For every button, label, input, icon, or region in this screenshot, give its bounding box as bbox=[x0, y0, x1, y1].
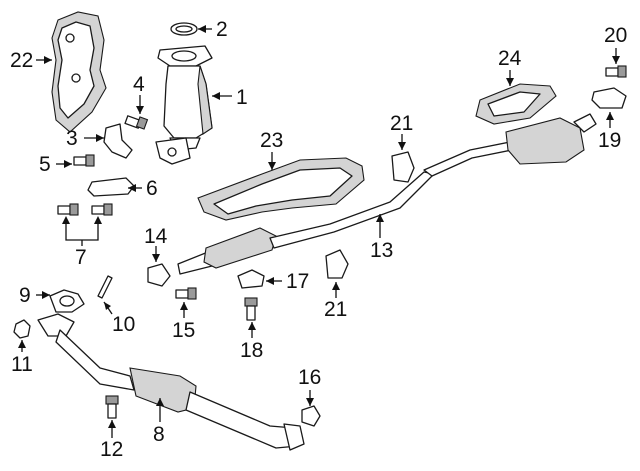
underbody-heat-shield bbox=[197, 157, 365, 221]
callout-3: 3 bbox=[66, 127, 78, 150]
leader-lines bbox=[18, 25, 620, 438]
tailpipe-bolt bbox=[605, 65, 627, 78]
callout-7: 7 bbox=[75, 246, 87, 269]
callout-10: 10 bbox=[112, 313, 136, 336]
callout-2: 2 bbox=[216, 18, 228, 41]
muffler-gasket bbox=[147, 263, 171, 287]
exhaust-nut bbox=[13, 319, 31, 339]
muffler-bolt bbox=[175, 287, 197, 300]
callout-16: 16 bbox=[298, 366, 322, 389]
rear-insulator-lower bbox=[325, 249, 349, 279]
bracket-bolt bbox=[73, 154, 95, 167]
pipe-hanger bbox=[237, 269, 265, 289]
rear-insulator-upper bbox=[391, 151, 415, 183]
callout-1: 1 bbox=[236, 86, 248, 109]
callout-20: 20 bbox=[604, 24, 628, 47]
manifold-heat-shield bbox=[51, 11, 107, 133]
callout-24: 24 bbox=[498, 47, 522, 70]
callout-15: 15 bbox=[172, 319, 196, 342]
catalytic-converter bbox=[155, 45, 213, 165]
exhaust-stud bbox=[97, 275, 113, 299]
callout-18: 18 bbox=[240, 339, 264, 362]
callout-19: 19 bbox=[598, 129, 622, 152]
callout-21-upper: 21 bbox=[390, 112, 414, 135]
callout-22: 22 bbox=[10, 49, 34, 72]
callout-23: 23 bbox=[260, 129, 284, 152]
callout-4: 4 bbox=[133, 73, 145, 96]
front-exhaust-pipe bbox=[37, 313, 305, 451]
callout-13: 13 bbox=[370, 239, 394, 262]
callout-9: 9 bbox=[19, 284, 31, 307]
callout-14: 14 bbox=[144, 225, 168, 248]
converter-bolt bbox=[124, 115, 149, 130]
callout-21-lower: 21 bbox=[324, 298, 348, 321]
rear-heat-shield bbox=[475, 83, 557, 125]
tailpipe-tip bbox=[591, 87, 627, 109]
callout-6: 6 bbox=[146, 177, 158, 200]
callout-12: 12 bbox=[100, 438, 124, 461]
callout-8: 8 bbox=[153, 423, 165, 446]
support-bracket bbox=[87, 177, 135, 197]
exhaust-isolator bbox=[301, 405, 321, 427]
callout-5: 5 bbox=[39, 153, 51, 176]
converter-bracket bbox=[103, 123, 133, 159]
callout-17: 17 bbox=[286, 270, 310, 293]
hanger-bolt bbox=[244, 297, 258, 321]
pipe-bolt bbox=[105, 395, 119, 419]
callout-11: 11 bbox=[11, 353, 33, 376]
mounting-bolts bbox=[57, 203, 113, 216]
intermediate-pipe-muffler bbox=[177, 113, 597, 275]
